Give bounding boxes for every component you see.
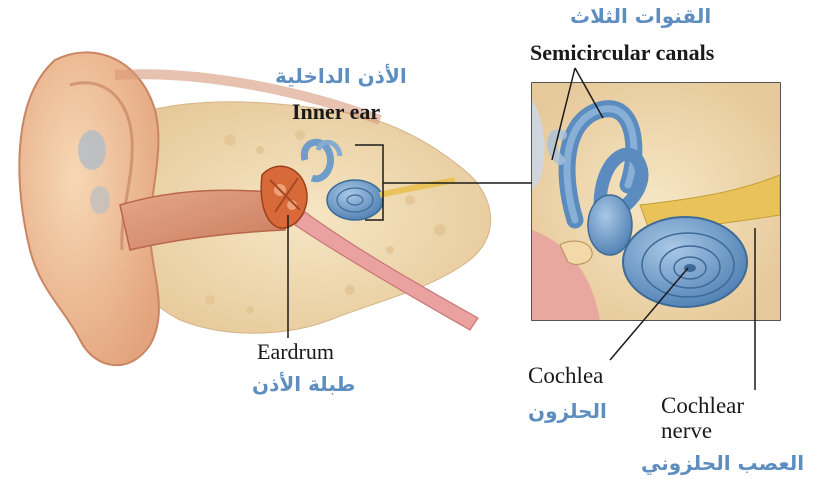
inner-ear-arabic-label: الأذن الداخلية [275,66,407,86]
outer-ear-drawing [19,52,532,365]
semicircular-canals-arabic-label: القنوات الثلاث [570,6,711,26]
cochlea-label: Cochlea [528,364,603,387]
zoom-panel [532,83,780,320]
cochlea-shape [623,217,747,307]
eardrum-arabic-label: طبلة الأذن [252,374,355,394]
cochlear-nerve-arabic-label: العصب الحلزوني [641,453,804,473]
cochlea-arabic-label: الحلزون [528,401,607,421]
eardrum-label: Eardrum [257,341,334,363]
eardrum-shape [261,166,307,228]
cochlear-nerve-label: Cochlear nerve [661,393,744,444]
semicircular-canals-label: Semicircular canals [530,42,714,64]
inner-ear-label: Inner ear [292,101,380,123]
